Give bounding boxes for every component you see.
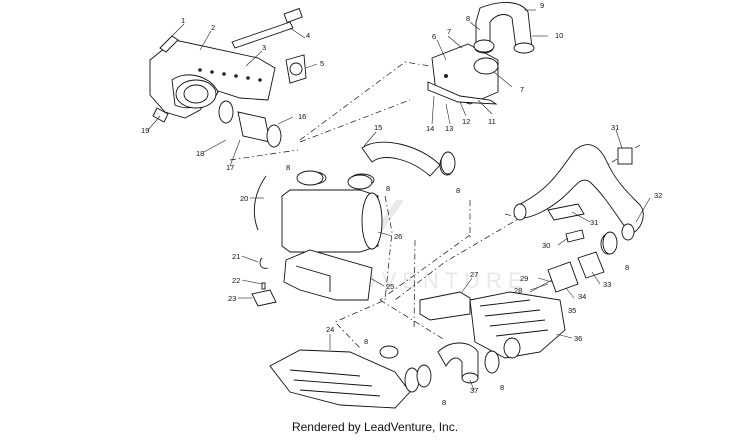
connector-elbow (437, 342, 479, 384)
callout-8b: 8 (286, 163, 290, 172)
callout-8f: 8 (364, 337, 368, 346)
coupler-and-clamps (218, 100, 282, 148)
callout-31b: 31 (590, 218, 598, 227)
callout-12: 12 (462, 117, 470, 126)
callout-32: 32 (654, 191, 662, 200)
callout-25: 25 (386, 282, 394, 291)
callout-4: 4 (306, 31, 310, 40)
tuned-pipe-assembly (469, 291, 566, 359)
callout-20: 20 (240, 194, 248, 203)
callout-37: 37 (470, 386, 478, 395)
exhaust-manifold (149, 35, 276, 123)
callout-8c: 8 (386, 184, 390, 193)
callout-24: 24 (326, 325, 334, 334)
callout-36: 36 (574, 334, 582, 343)
hose-clamps (296, 39, 618, 388)
callout-18: 18 (196, 149, 204, 158)
small-hardware (251, 257, 277, 307)
callout-29: 29 (520, 274, 528, 283)
callout-9: 9 (540, 1, 544, 10)
callout-labels: 1 2 3 4 5 6 7 7 8 8 8 8 8 8 8 8 9 10 11 … (141, 1, 662, 407)
callout-31a: 31 (611, 123, 619, 132)
callout-35: 35 (568, 306, 576, 315)
callout-2: 2 (211, 23, 215, 32)
curved-hose (361, 141, 455, 177)
callout-8h: 8 (500, 383, 504, 392)
pipe-bracket (253, 175, 267, 231)
callout-23: 23 (228, 294, 236, 303)
callout-3: 3 (262, 43, 266, 52)
callout-8d: 8 (456, 186, 460, 195)
callout-16: 16 (298, 112, 306, 121)
callout-21: 21 (232, 252, 240, 261)
callout-8e: 8 (625, 263, 629, 272)
flange-gasket (285, 54, 307, 84)
callout-30: 30 (542, 241, 550, 250)
callout-28: 28 (514, 286, 522, 295)
callout-17: 17 (226, 163, 234, 172)
lower-expansion-chamber (269, 349, 420, 409)
callout-14: 14 (426, 124, 434, 133)
callout-6: 6 (432, 32, 436, 41)
callout-13: 13 (445, 124, 453, 133)
callout-26: 26 (394, 232, 402, 241)
callout-7a: 7 (447, 27, 451, 36)
footer-credit: Rendered by LeadVenture, Inc. (291, 420, 459, 434)
callout-5: 5 (320, 59, 324, 68)
callout-11: 11 (488, 117, 496, 126)
foam-block (419, 291, 471, 321)
callout-19: 19 (141, 126, 149, 135)
callout-22: 22 (232, 276, 240, 285)
callout-8a: 8 (466, 14, 470, 23)
large-exhaust-hose (513, 144, 644, 241)
water-box-upper (427, 43, 499, 105)
callout-34: 34 (578, 292, 586, 301)
callout-10: 10 (555, 31, 563, 40)
callout-7b: 7 (520, 85, 524, 94)
muffler-mount-pad (283, 249, 373, 301)
callout-1: 1 (181, 16, 185, 25)
callout-15: 15 (374, 123, 382, 132)
wrench-tool (231, 7, 303, 49)
callout-33: 33 (603, 280, 611, 289)
callout-8g: 8 (442, 398, 446, 407)
callout-27: 27 (470, 270, 478, 279)
leader-lines (147, 9, 651, 391)
